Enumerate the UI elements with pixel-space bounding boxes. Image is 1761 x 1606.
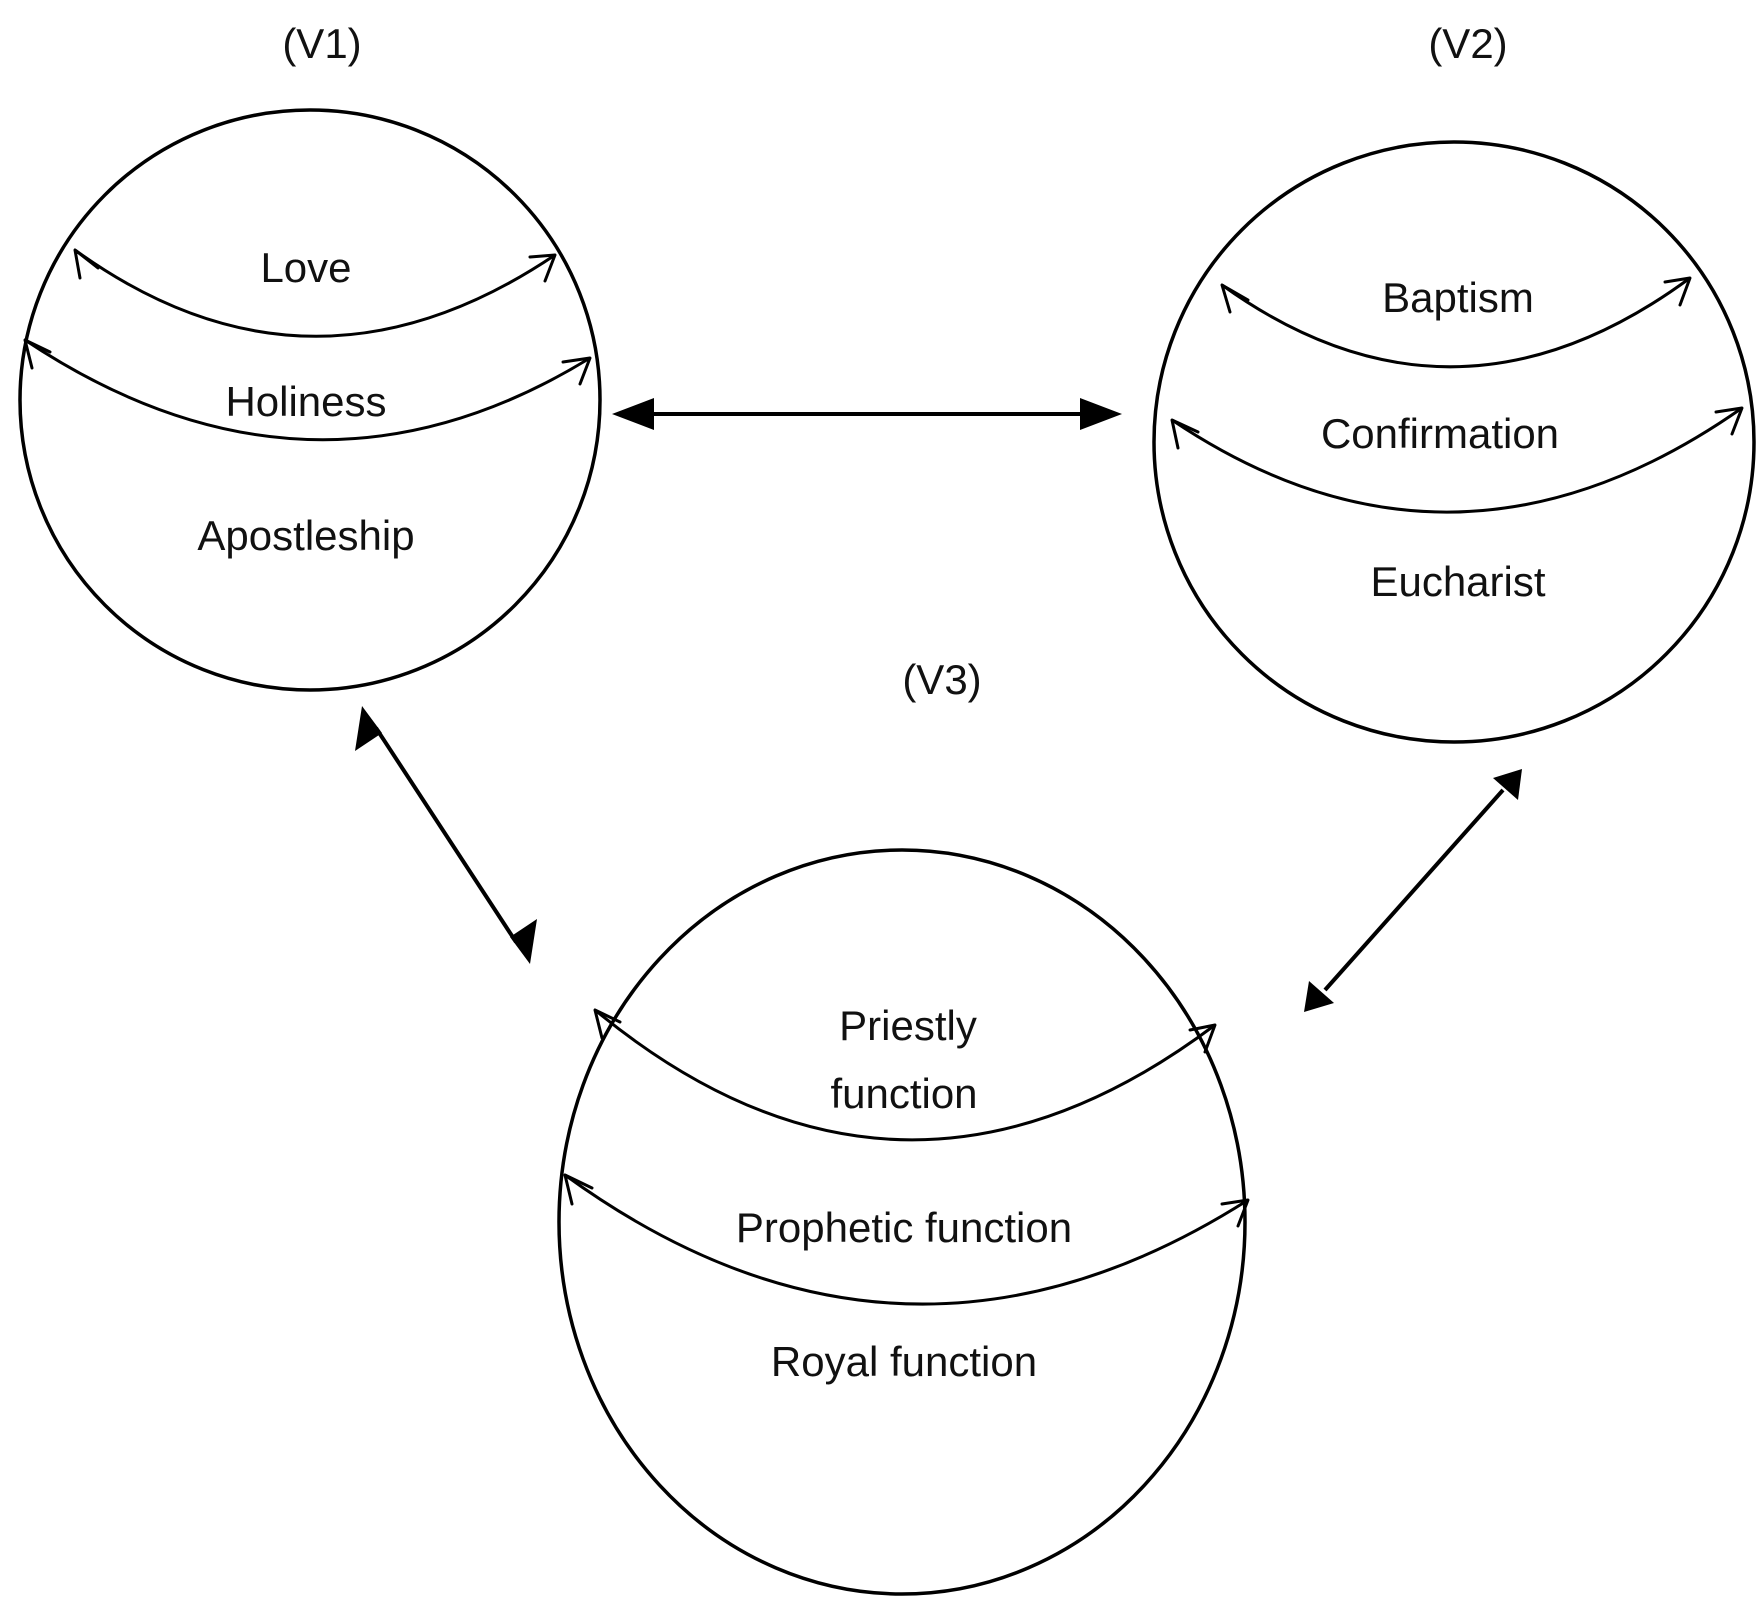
circle-v1-arc-upper [74, 248, 556, 338]
v2-label-baptism: Baptism [1382, 274, 1534, 321]
circle-v1-outline [18, 108, 602, 692]
v2-label-confirmation: Confirmation [1321, 410, 1559, 457]
circle-v2-arc-lower [1171, 406, 1743, 514]
circle-v2-outline [1152, 140, 1756, 744]
circle-v2-group: (V2) Baptism Confirmation Eucharist [1152, 20, 1756, 744]
circle-v3-arc-upper [594, 1008, 1216, 1142]
connector-v1-v2-arrowhead-left [612, 398, 654, 430]
connector-v1-v3-arrowhead-bottom [510, 919, 537, 964]
circle-v3-outline [557, 848, 1247, 1596]
connector-v1-v2 [612, 398, 1122, 430]
connector-v1-v3-arrowhead-top [355, 706, 382, 751]
connector-v1-v3-line [374, 726, 518, 944]
v3-label-prophetic-function: Prophetic function [736, 1204, 1072, 1251]
circle-v3-arc-lower [564, 1173, 1249, 1306]
v3-label-royal-function: Royal function [771, 1338, 1037, 1385]
circle-v2-arc-upper [1221, 276, 1691, 369]
connector-v2-v3-arrowhead-top [1493, 769, 1522, 800]
v1-label-love: Love [260, 244, 351, 291]
circle-v1-arc-lower [24, 338, 591, 442]
v3-label-priestly: Priestly [839, 1002, 977, 1049]
v3-label-function: function [830, 1070, 977, 1117]
circle-v1-title: (V1) [282, 20, 361, 67]
circle-v3-arc-upper-arrowheads [593, 1008, 1217, 1054]
circle-v1-arc-lower-arrowheads [23, 338, 592, 386]
connector-v2-v3 [1304, 769, 1522, 1012]
circle-v2-arc-lower-arrowheads [1170, 406, 1744, 450]
v2-label-eucharist: Eucharist [1370, 558, 1545, 605]
circle-v3-title: (V3) [902, 656, 981, 703]
circle-v1-arc-upper-arrowheads [73, 248, 557, 283]
circle-v3-arc-lower-arrowheads [563, 1173, 1250, 1228]
v1-label-apostleship: Apostleship [197, 512, 414, 559]
circle-v3-group: (V3) Priestly function Prophetic functio… [557, 656, 1250, 1596]
circle-v1-group: (V1) Love Holiness Apostleship [18, 20, 602, 692]
circle-v2-title: (V2) [1428, 20, 1507, 67]
connector-v2-v3-line [1323, 788, 1505, 992]
v1-label-holiness: Holiness [225, 378, 386, 425]
connector-v1-v3 [355, 706, 537, 964]
connector-v2-v3-arrowhead-bottom [1304, 981, 1334, 1012]
connector-v1-v2-arrowhead-right [1080, 398, 1122, 430]
circle-v2-arc-upper-arrowheads [1220, 276, 1692, 314]
